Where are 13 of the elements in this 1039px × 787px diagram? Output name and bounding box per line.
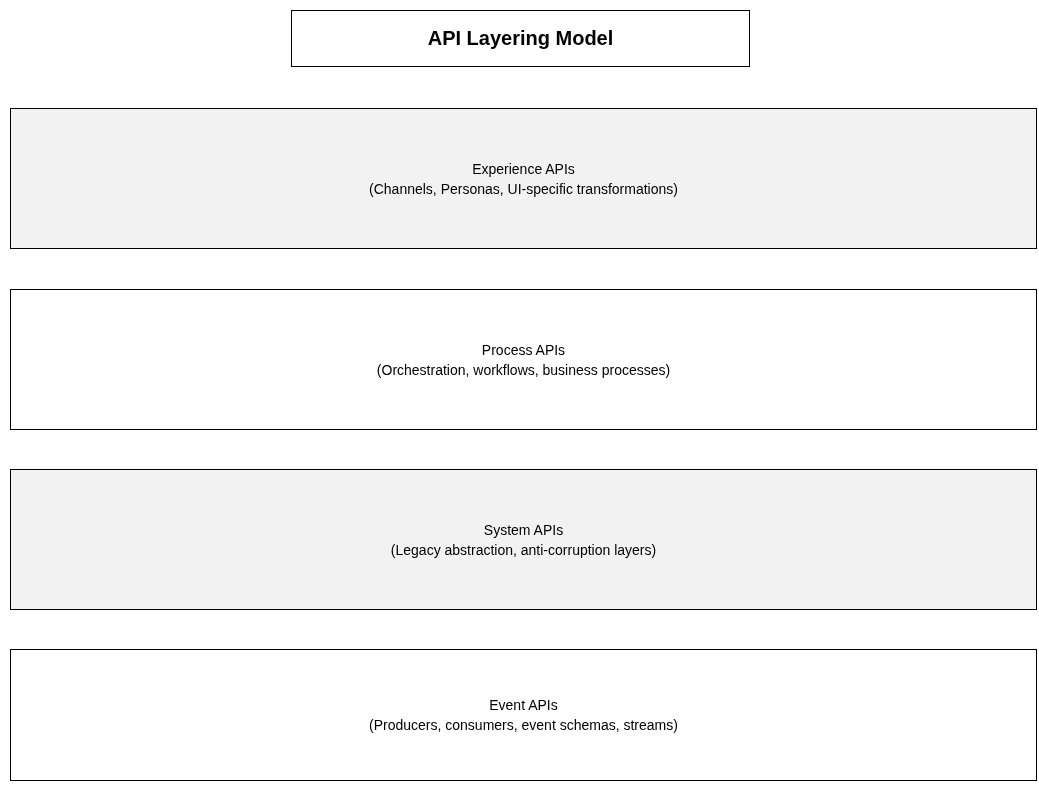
layer-description: (Orchestration, workflows, business processes) [376, 360, 671, 380]
layer-name: Event APIs [489, 696, 558, 715]
layer-band [10, 289, 1037, 430]
layer-description: (Producers, consumers, event schemas, streams) [369, 716, 678, 735]
layer-name: Process APIs [481, 340, 566, 360]
layer-band [10, 108, 1037, 249]
diagram-title: API Layering Model [291, 10, 750, 67]
layer-description: (Legacy abstraction, anti-corruption layers) [390, 540, 657, 560]
layer-name: Experience APIs [472, 159, 575, 179]
layer-description: (Channels, Personas, UI-specific transformations) [369, 179, 678, 199]
layer-band [10, 649, 1037, 781]
layer-name: System APIs [483, 520, 564, 540]
layer-band [10, 469, 1037, 610]
